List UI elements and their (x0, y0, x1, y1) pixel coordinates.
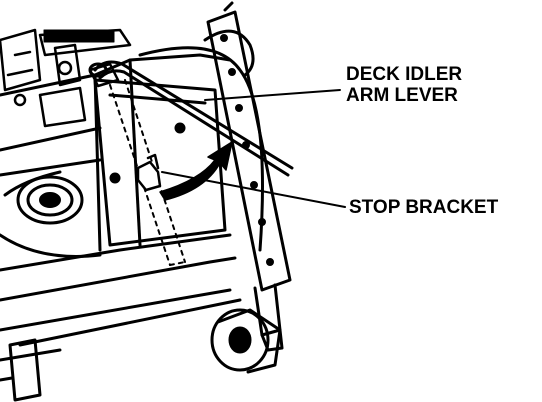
callout-deck-idler-arm-lever-line1: DECK IDLER (346, 64, 463, 85)
deck-shroud (138, 29, 264, 252)
idler-bracket-plate (93, 78, 227, 247)
callout-deck-idler-arm-lever-line2: ARM LEVER (346, 85, 458, 106)
stop-bracket (136, 153, 162, 192)
spring (43, 29, 115, 43)
gauge-wheel (210, 308, 282, 374)
leader-line-stop-bracket (161, 171, 346, 208)
leader-line-deck-idler-arm-lever (204, 89, 341, 101)
callout-stop-bracket: STOP BRACKET (349, 197, 499, 218)
deck-housing (0, 53, 242, 362)
deck-idler-arm-lever (88, 60, 294, 177)
lower-skid (0, 338, 42, 402)
pulley (16, 175, 84, 225)
lift-arm (206, 1, 292, 352)
upper-frame-detail (0, 28, 132, 128)
callout-deck-idler-arm-lever: DECK IDLER ARM LEVER (346, 64, 462, 106)
motion-arrow (159, 141, 233, 201)
